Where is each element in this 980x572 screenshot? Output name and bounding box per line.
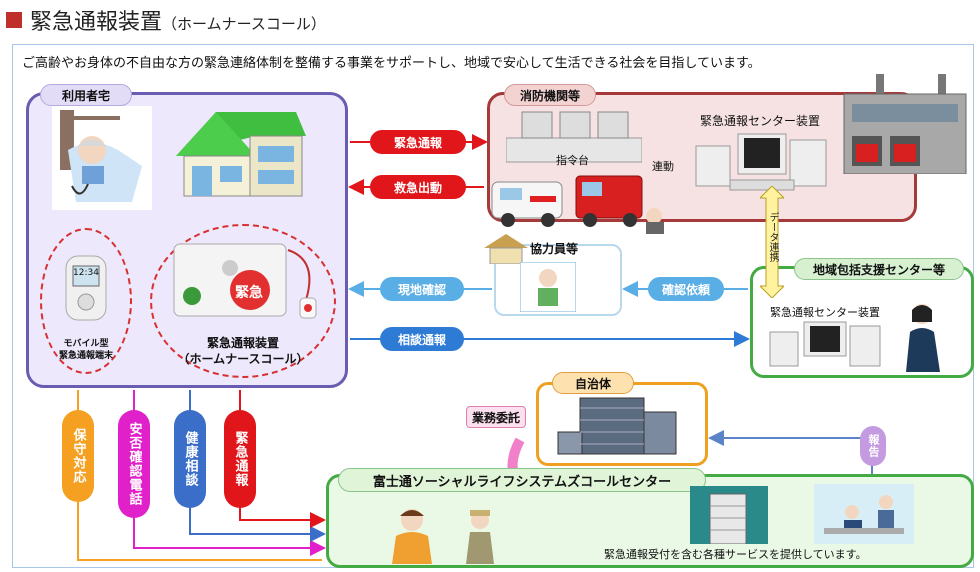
link-label: 連動	[652, 160, 674, 173]
mobile-screen-time: 12:34	[73, 268, 99, 278]
device-label-1: 緊急通報装置	[206, 336, 279, 350]
government-title: 自治体	[552, 372, 634, 394]
center-device-picture	[695, 133, 827, 191]
cooperator-person-picture	[520, 262, 576, 312]
page-title: 緊急通報装置（ホームナースコール）	[30, 4, 326, 36]
user-home-title: 利用者宅	[40, 84, 132, 106]
maintenance-worker-picture	[466, 510, 494, 564]
health-consult-line	[189, 390, 326, 542]
coop-house-icon	[484, 234, 528, 264]
emergency-device-icon	[173, 243, 317, 319]
check-request-pill: 確認依頼	[648, 277, 724, 301]
health-consult-pill: 健康相談	[174, 410, 206, 508]
mobile-label-1: モバイル型	[63, 339, 109, 349]
title-main: 緊急通報装置	[30, 10, 163, 35]
mobile-terminal-icon	[65, 255, 107, 321]
title-sub: （ホームナースコール）	[162, 15, 326, 33]
outsourcing-label: 業務委託	[466, 406, 526, 428]
console-label: 指令台	[556, 154, 589, 167]
mobile-device-circle	[40, 228, 132, 374]
community-device-picture	[769, 321, 881, 367]
emergency-call-pill: 緊急通報	[370, 130, 466, 154]
data-link-arrow	[760, 186, 784, 298]
fire-dept-title: 消防機関等	[504, 84, 596, 106]
device-circle	[150, 224, 336, 378]
safety-call-pill: 安否確認電話	[118, 410, 150, 518]
ambulance-pill: 救急出動	[370, 175, 466, 199]
community-device-label: 緊急通報センター装置	[770, 306, 880, 319]
intro-text: ご高齢やお身体の不自由な方の緊急連絡体制を整備する事業をサポートし、地域で安心し…	[22, 56, 761, 71]
fire-center-device-label: 緊急通報センター装置	[700, 114, 821, 128]
site-check-pill: 現地確認	[380, 277, 464, 301]
fire-station-building	[843, 74, 967, 174]
call-operator-picture	[392, 509, 432, 564]
government-building	[557, 397, 677, 455]
consult-call-pill: 相談通報	[380, 327, 464, 351]
device-button-label: 緊急	[235, 285, 263, 301]
operator-woman-picture	[906, 304, 940, 372]
command-console-picture	[506, 111, 642, 163]
call-center-title: 富士通ソーシャルライフシステムズコールセンター	[338, 468, 706, 492]
report-pill: 報告	[860, 426, 886, 466]
cooperator-title: 協力員等	[530, 242, 579, 256]
call-center-caption: 緊急通報受付を含む各種サービスを提供しています。	[604, 548, 867, 561]
title-marker	[6, 12, 22, 28]
call-center-building	[690, 486, 768, 544]
device-label-2: （ホームナースコール）	[177, 352, 309, 366]
call-center-office-picture	[814, 484, 914, 544]
emergency-vertical-pill: 緊急通報	[224, 410, 256, 508]
mobile-label-2: 緊急通報端末	[58, 351, 113, 361]
maintenance-pill: 保守対応	[62, 410, 94, 502]
data-link-label: データ連携	[767, 212, 778, 262]
emergency-vehicles-picture	[491, 175, 664, 234]
house-picture	[176, 112, 306, 197]
community-title: 地域包括支援センター等	[794, 258, 964, 280]
elderly-patient-picture	[52, 106, 152, 210]
